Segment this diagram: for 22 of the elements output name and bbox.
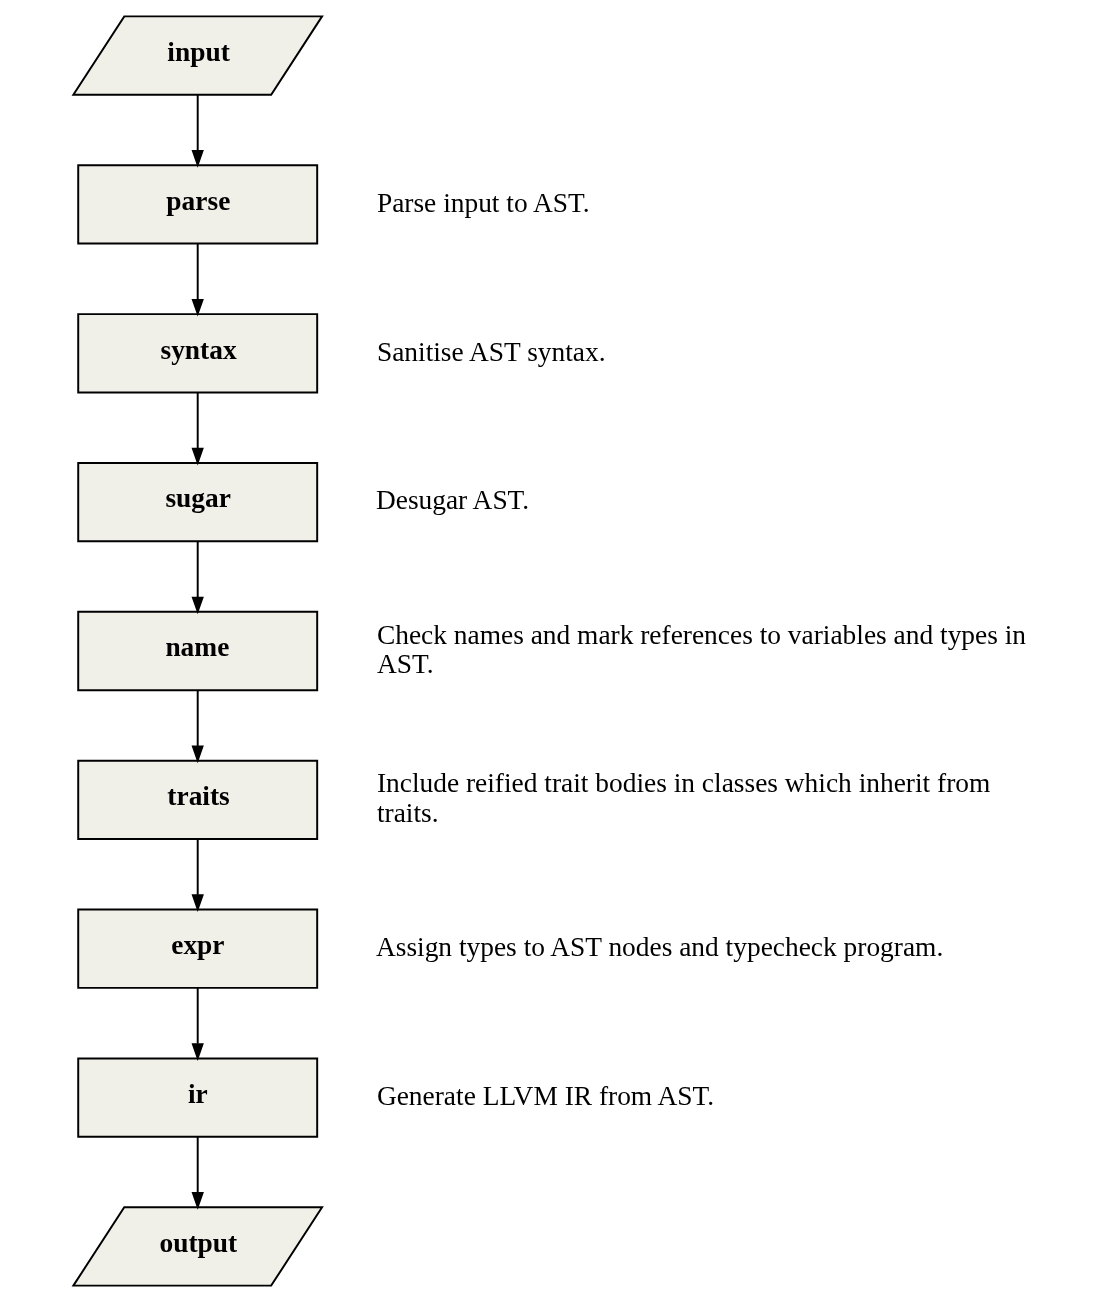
arrow <box>191 242 204 317</box>
node-label: Check names and mark references to variables and types in AST. <box>376 619 1026 679</box>
node-label: Generate LLVM IR from AST. <box>376 1080 714 1111</box>
arrow <box>191 689 204 764</box>
node-box: sugar <box>76 462 318 543</box>
node-label: Include reified trait bodies in classes which inherit from traits. <box>376 768 990 828</box>
arrow <box>191 1135 204 1210</box>
node-box: traits <box>76 759 318 840</box>
arrow <box>191 93 204 168</box>
node-label: Parse input to AST. <box>376 187 590 218</box>
node-box: parse <box>76 164 318 245</box>
arrow <box>191 838 204 913</box>
arrow <box>191 987 204 1061</box>
arrow <box>191 391 204 466</box>
arrow <box>191 540 204 615</box>
node-box: name <box>76 610 318 692</box>
node-box: syntax <box>76 313 318 394</box>
node-label: Sanitise AST syntax. <box>376 336 606 367</box>
node-box: expr <box>76 908 318 989</box>
node-box: ir <box>76 1057 318 1138</box>
node-label: Desugar AST. <box>375 485 529 516</box>
node-label: Assign types to AST nodes and typecheck program. <box>375 931 943 962</box>
